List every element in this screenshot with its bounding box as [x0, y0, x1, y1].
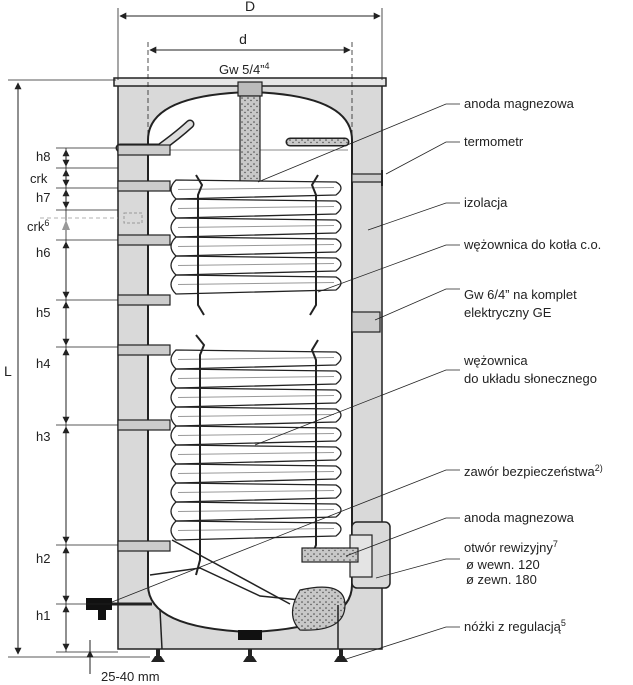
callout-outer-diameter: ø zewn. 180 — [466, 572, 537, 587]
callout-leaders — [111, 103, 460, 662]
boiler-coil-turn — [170, 274, 342, 295]
upper-coil-rod-left — [195, 174, 205, 316]
boiler-coil-turn-center — [177, 263, 335, 266]
marker-h6: h6 — [36, 245, 50, 260]
boiler-coil-turn — [170, 236, 342, 257]
lower-coil-rod-left — [195, 334, 206, 576]
solar-coil-turn — [170, 520, 342, 541]
marker-h3: h3 — [36, 429, 50, 444]
top-anode — [239, 95, 261, 189]
callout-heater-line2: elektryczny GE — [464, 305, 552, 320]
callout-boiler-coil: wężownica do kotła c.o. — [463, 237, 601, 252]
crk6-arrow — [62, 220, 70, 230]
boiler-coil-turn — [170, 198, 342, 219]
marker-h7: h7 — [36, 190, 50, 205]
foot-stem — [248, 649, 252, 658]
boiler-coil-turn-center — [177, 244, 335, 247]
solar-coil-turn-center — [177, 509, 335, 512]
left-connector-stub — [117, 144, 171, 156]
solar-coil-turn — [170, 406, 342, 427]
dimension-d: d — [239, 31, 247, 47]
upper-coil-rod-right — [309, 174, 319, 316]
boiler-coil-turn — [170, 179, 342, 200]
solar-coil-turn — [170, 349, 342, 370]
marker-crk6: crk6 — [27, 218, 49, 234]
top-connection — [237, 81, 263, 97]
dimension-L: L — [4, 363, 12, 379]
solar-coil-turn — [170, 444, 342, 465]
boiler-coil — [170, 179, 342, 295]
solar-coil-turn-center — [177, 414, 335, 417]
callout-feet: nóżki z regulacją5 — [464, 618, 566, 634]
crk6-connector-optional — [123, 212, 143, 224]
callout-solar-coil-line2: do układu słonecznego — [464, 371, 597, 386]
solar-coil-turn-center — [177, 376, 335, 379]
bottom-inlet — [291, 586, 346, 631]
callout-heater-line1: Gw 6/4” na komplet — [464, 287, 577, 302]
left-connector-stub — [117, 540, 171, 552]
marker-h8: h8 — [36, 149, 50, 164]
solar-coil-turn-center — [177, 433, 335, 436]
marker-h2: h2 — [36, 551, 50, 566]
solar-coil-turn — [170, 387, 342, 408]
marker-h5: h5 — [36, 305, 50, 320]
solar-coil-turn — [170, 368, 342, 389]
left-connectors — [117, 144, 171, 552]
boiler-coil-turn-center — [177, 282, 335, 285]
solar-coil-turn — [170, 501, 342, 522]
height-markers — [40, 147, 118, 653]
marker-h4: h4 — [36, 356, 50, 371]
boiler-coil-turn — [170, 255, 342, 276]
dimension-D: D — [245, 0, 255, 14]
boiler-coil-turn — [170, 217, 342, 238]
marker-crk: crk — [30, 171, 48, 186]
top-connection-label: Gw 5/4”4 — [219, 61, 270, 77]
bottom-anode — [301, 547, 359, 563]
solar-coil-turn-center — [177, 471, 335, 474]
foot-base — [151, 656, 165, 662]
marker-h1: h1 — [36, 608, 50, 623]
callout-anode-bottom: anoda magnezowa — [464, 510, 575, 525]
left-connector-stub — [117, 180, 171, 192]
feet-range-label: 25-40 mm — [101, 669, 160, 684]
solar-coil-turn — [170, 463, 342, 484]
foot-base — [243, 656, 257, 662]
callout-anode-top: anoda magnezowa — [464, 96, 575, 111]
left-connector-stub — [117, 294, 171, 306]
callout-safety-valve: zawór bezpieczeństwa2) — [464, 463, 603, 479]
boiler-coil-turn-center — [177, 187, 335, 190]
solar-coil-turn — [170, 425, 342, 446]
bottom-drain — [238, 630, 262, 640]
callout-inspection: otwór rewizyjny7 — [464, 539, 558, 555]
thermometer-port — [351, 173, 383, 183]
callout-thermometer: termometr — [464, 134, 524, 149]
solar-coil-turn — [170, 482, 342, 503]
foot-stem — [339, 649, 343, 658]
left-connector-stub — [117, 419, 171, 431]
solar-coil-turn-center — [177, 357, 335, 360]
boiler-coil-turn-center — [177, 225, 335, 228]
adjustable-feet — [151, 649, 348, 662]
callout-solar-coil-line1: wężownica — [463, 353, 528, 368]
boiler-coil-turn-center — [177, 206, 335, 209]
electric-heater-port — [351, 311, 381, 333]
solar-coil-turn-center — [177, 490, 335, 493]
left-connector-stub — [117, 344, 171, 356]
safety-valve-stem — [98, 610, 106, 620]
solar-coil-turn-center — [177, 528, 335, 531]
solar-coil-turn-center — [177, 395, 335, 398]
foot-stem — [156, 649, 160, 658]
solar-coil — [170, 349, 342, 541]
foot-base — [334, 656, 348, 662]
solar-coil-turn-center — [177, 452, 335, 455]
callout-inner-diameter: ø wewn. 120 — [466, 557, 540, 572]
left-connector-stub — [117, 234, 171, 246]
callout-insulation: izolacja — [464, 195, 508, 210]
